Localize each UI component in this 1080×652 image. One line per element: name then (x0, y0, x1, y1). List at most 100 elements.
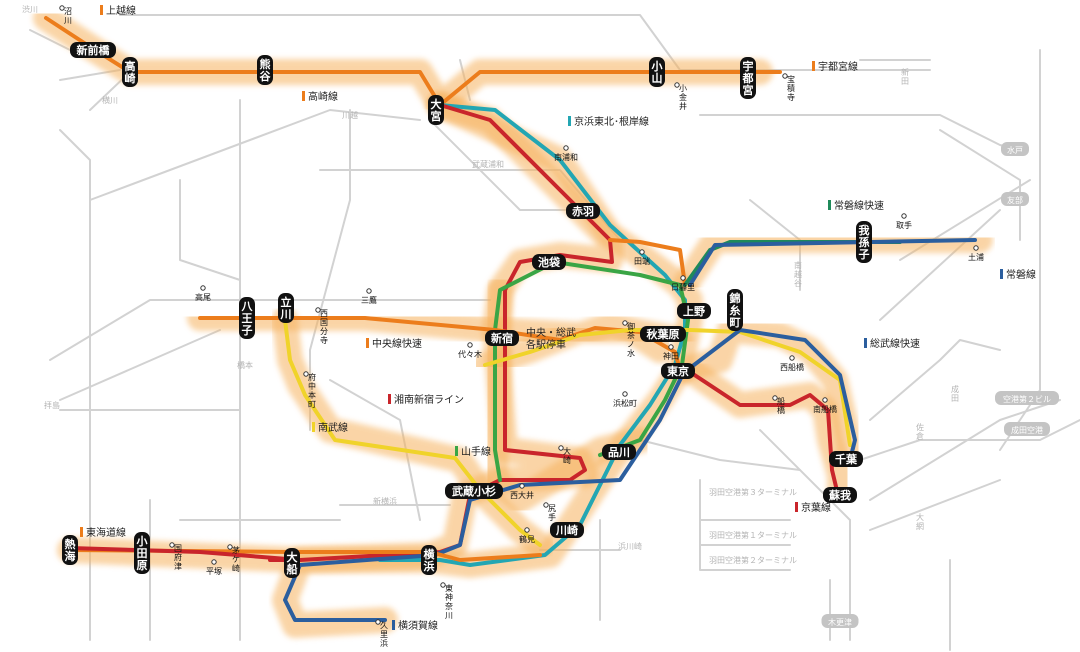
utsunomiya-express (608, 238, 687, 287)
grey-station-name: 渋川 (22, 4, 38, 14)
station-kawasaki[interactable]: 川崎 (550, 522, 584, 538)
minor-station-char: 本 (308, 390, 316, 400)
minor-station-shitte[interactable]: 尻手 (543, 502, 556, 522)
station-ueno[interactable]: 上野 (677, 303, 711, 319)
legend-label: 東海道線 (86, 526, 126, 539)
station-odawara[interactable]: 小田原 (134, 532, 150, 574)
minor-station-char: 金 (679, 92, 687, 102)
station-ikebukuro[interactable]: 池袋 (532, 254, 566, 270)
grey-station-char: 田 (901, 77, 909, 86)
minor-station-nippori[interactable]: 日暮里 (671, 275, 695, 292)
minor-station-tsuchiura[interactable]: 土浦 (968, 245, 984, 262)
station-soga[interactable]: 蘇我 (823, 487, 857, 503)
station-chiba[interactable]: 千葉 (829, 451, 863, 467)
grey-station-name: 川越 (342, 110, 358, 120)
station-shinjuku[interactable]: 新宿 (485, 330, 519, 346)
legend-label: 常磐線快速 (834, 199, 884, 212)
minor-station-tabata[interactable]: 田端 (634, 249, 650, 266)
chuo-sobu-local-label: 中央・総武各駅停車 (526, 326, 576, 351)
station-akabane[interactable]: 赤羽 (566, 203, 600, 219)
legend-label: 中央線快速 (372, 337, 422, 350)
legend-yokosuka: 横須賀線 (392, 619, 438, 632)
minor-station-kokufutsu[interactable]: 国府津 (169, 542, 182, 571)
station-name-char: 大 (287, 550, 298, 564)
grey-station-shibukawa: 渋川 (22, 4, 38, 14)
minor-station-name: 南浦和 (554, 152, 578, 162)
station-tokyo[interactable]: 東京 (661, 363, 695, 379)
minor-station-hiratsuka[interactable]: 平塚 (206, 559, 222, 576)
station-yokohama[interactable]: 横浜 (421, 545, 437, 575)
station-abiko[interactable]: 我孫子 (856, 221, 872, 263)
minor-station-hoshakuji[interactable]: 宝積寺 (782, 73, 795, 102)
legend-joetsu: 上越線 (100, 4, 136, 17)
grey-station-name: 横川 (102, 95, 118, 105)
minor-station-koganei[interactable]: 小金井 (674, 82, 687, 111)
legend-swatch (455, 446, 458, 456)
minor-station-char: 積 (787, 83, 795, 93)
station-ofuna[interactable]: 大船 (284, 548, 300, 578)
station-name-char: 高 (125, 59, 136, 73)
grey-station-kawagoe: 川越 (342, 110, 358, 120)
station-atami[interactable]: 熱海 (62, 535, 78, 565)
station-musashikosugi[interactable]: 武蔵小杉 (445, 483, 503, 499)
legend-keihin: 京浜東北･根岸線 (568, 115, 649, 128)
station-name-char: 田 (137, 547, 148, 560)
grey-station-haneda2: 羽田空港第２ターミナル (709, 555, 797, 565)
minor-station-char: 分 (320, 327, 328, 336)
station-oyama[interactable]: 小山 (649, 57, 665, 87)
station-shinagawa[interactable]: 品川 (602, 444, 636, 460)
minor-station-takao[interactable]: 高尾 (195, 285, 211, 302)
minor-station-toride[interactable]: 取手 (896, 213, 912, 230)
minor-station-char: 国 (174, 544, 182, 553)
legend-label: 山手線 (461, 445, 491, 458)
grey-station-shinyokohama: 新横浜 (373, 496, 397, 506)
grey-station-haneda3: 羽田空港第３ターミナル (709, 487, 797, 497)
legend-takasaki: 高崎線 (302, 90, 338, 103)
legend-label: 高崎線 (308, 90, 338, 103)
tokaido-red (68, 546, 302, 562)
minor-station-minamifunabashi[interactable]: 南船橋 (813, 397, 837, 414)
minor-station-char: 川 (445, 611, 453, 620)
minor-station-mitaka[interactable]: 三鷹 (361, 288, 377, 305)
minor-station-yoyogi[interactable]: 代々木 (458, 342, 482, 359)
grey-station-char: 谷 (794, 279, 802, 288)
minor-station-hamamatsucho[interactable]: 浜松町 (613, 391, 637, 408)
minor-station-osaki[interactable]: 大崎 (558, 445, 571, 465)
minor-station-chigasaki[interactable]: 茅ケ崎 (227, 544, 240, 573)
legend-swatch (795, 502, 798, 512)
station-kinshicho[interactable]: 錦糸町 (727, 289, 743, 331)
grey-station-hamakawasaki: 浜川崎 (618, 541, 642, 551)
station-tachikawa[interactable]: 立川 (278, 293, 294, 323)
yokosuka-line (283, 368, 687, 622)
station-name-char: 船 (287, 562, 298, 576)
station-kumagaya[interactable]: 熊谷 (257, 55, 273, 85)
station-name-char: 大 (431, 97, 442, 111)
minor-station-numata[interactable]: 沼川 (59, 5, 72, 25)
minor-station-funabashi[interactable]: 船橋 (772, 395, 785, 415)
station-shinmaebashi[interactable]: 新前橋 (70, 42, 116, 58)
station-takasaki[interactable]: 高崎 (122, 57, 138, 87)
minor-station-nishifunabashi[interactable]: 西船橋 (780, 355, 804, 372)
station-hachioji[interactable]: 八王子 (239, 297, 255, 339)
grey-station-name: 新横浜 (373, 496, 397, 506)
station-omiya[interactable]: 大宮 (428, 95, 444, 125)
station-name: 武蔵小杉 (452, 484, 496, 498)
station-utsunomiya[interactable]: 宇都宮 (740, 57, 756, 99)
station-name-char: 山 (652, 71, 663, 85)
minor-station-char: 府 (174, 552, 182, 562)
minor-station-nishioi[interactable]: 西大井 (510, 483, 534, 500)
station-akihabara[interactable]: 秋葉原 (640, 326, 686, 342)
minor-station-kurihama[interactable]: 久里浜 (375, 619, 388, 648)
minor-station-tsurumi[interactable]: 鶴見 (519, 527, 535, 544)
minor-station-kanda[interactable]: 神田 (663, 344, 679, 361)
grey-station-name: 浜川崎 (618, 541, 642, 551)
chuo-sobu-local (483, 328, 852, 447)
minor-station-name: 三鷹 (361, 295, 377, 305)
legend-swatch (864, 338, 867, 348)
minor-station-name: 西大井 (510, 490, 534, 500)
minor-station-minamiurawa[interactable]: 南浦和 (554, 145, 578, 162)
